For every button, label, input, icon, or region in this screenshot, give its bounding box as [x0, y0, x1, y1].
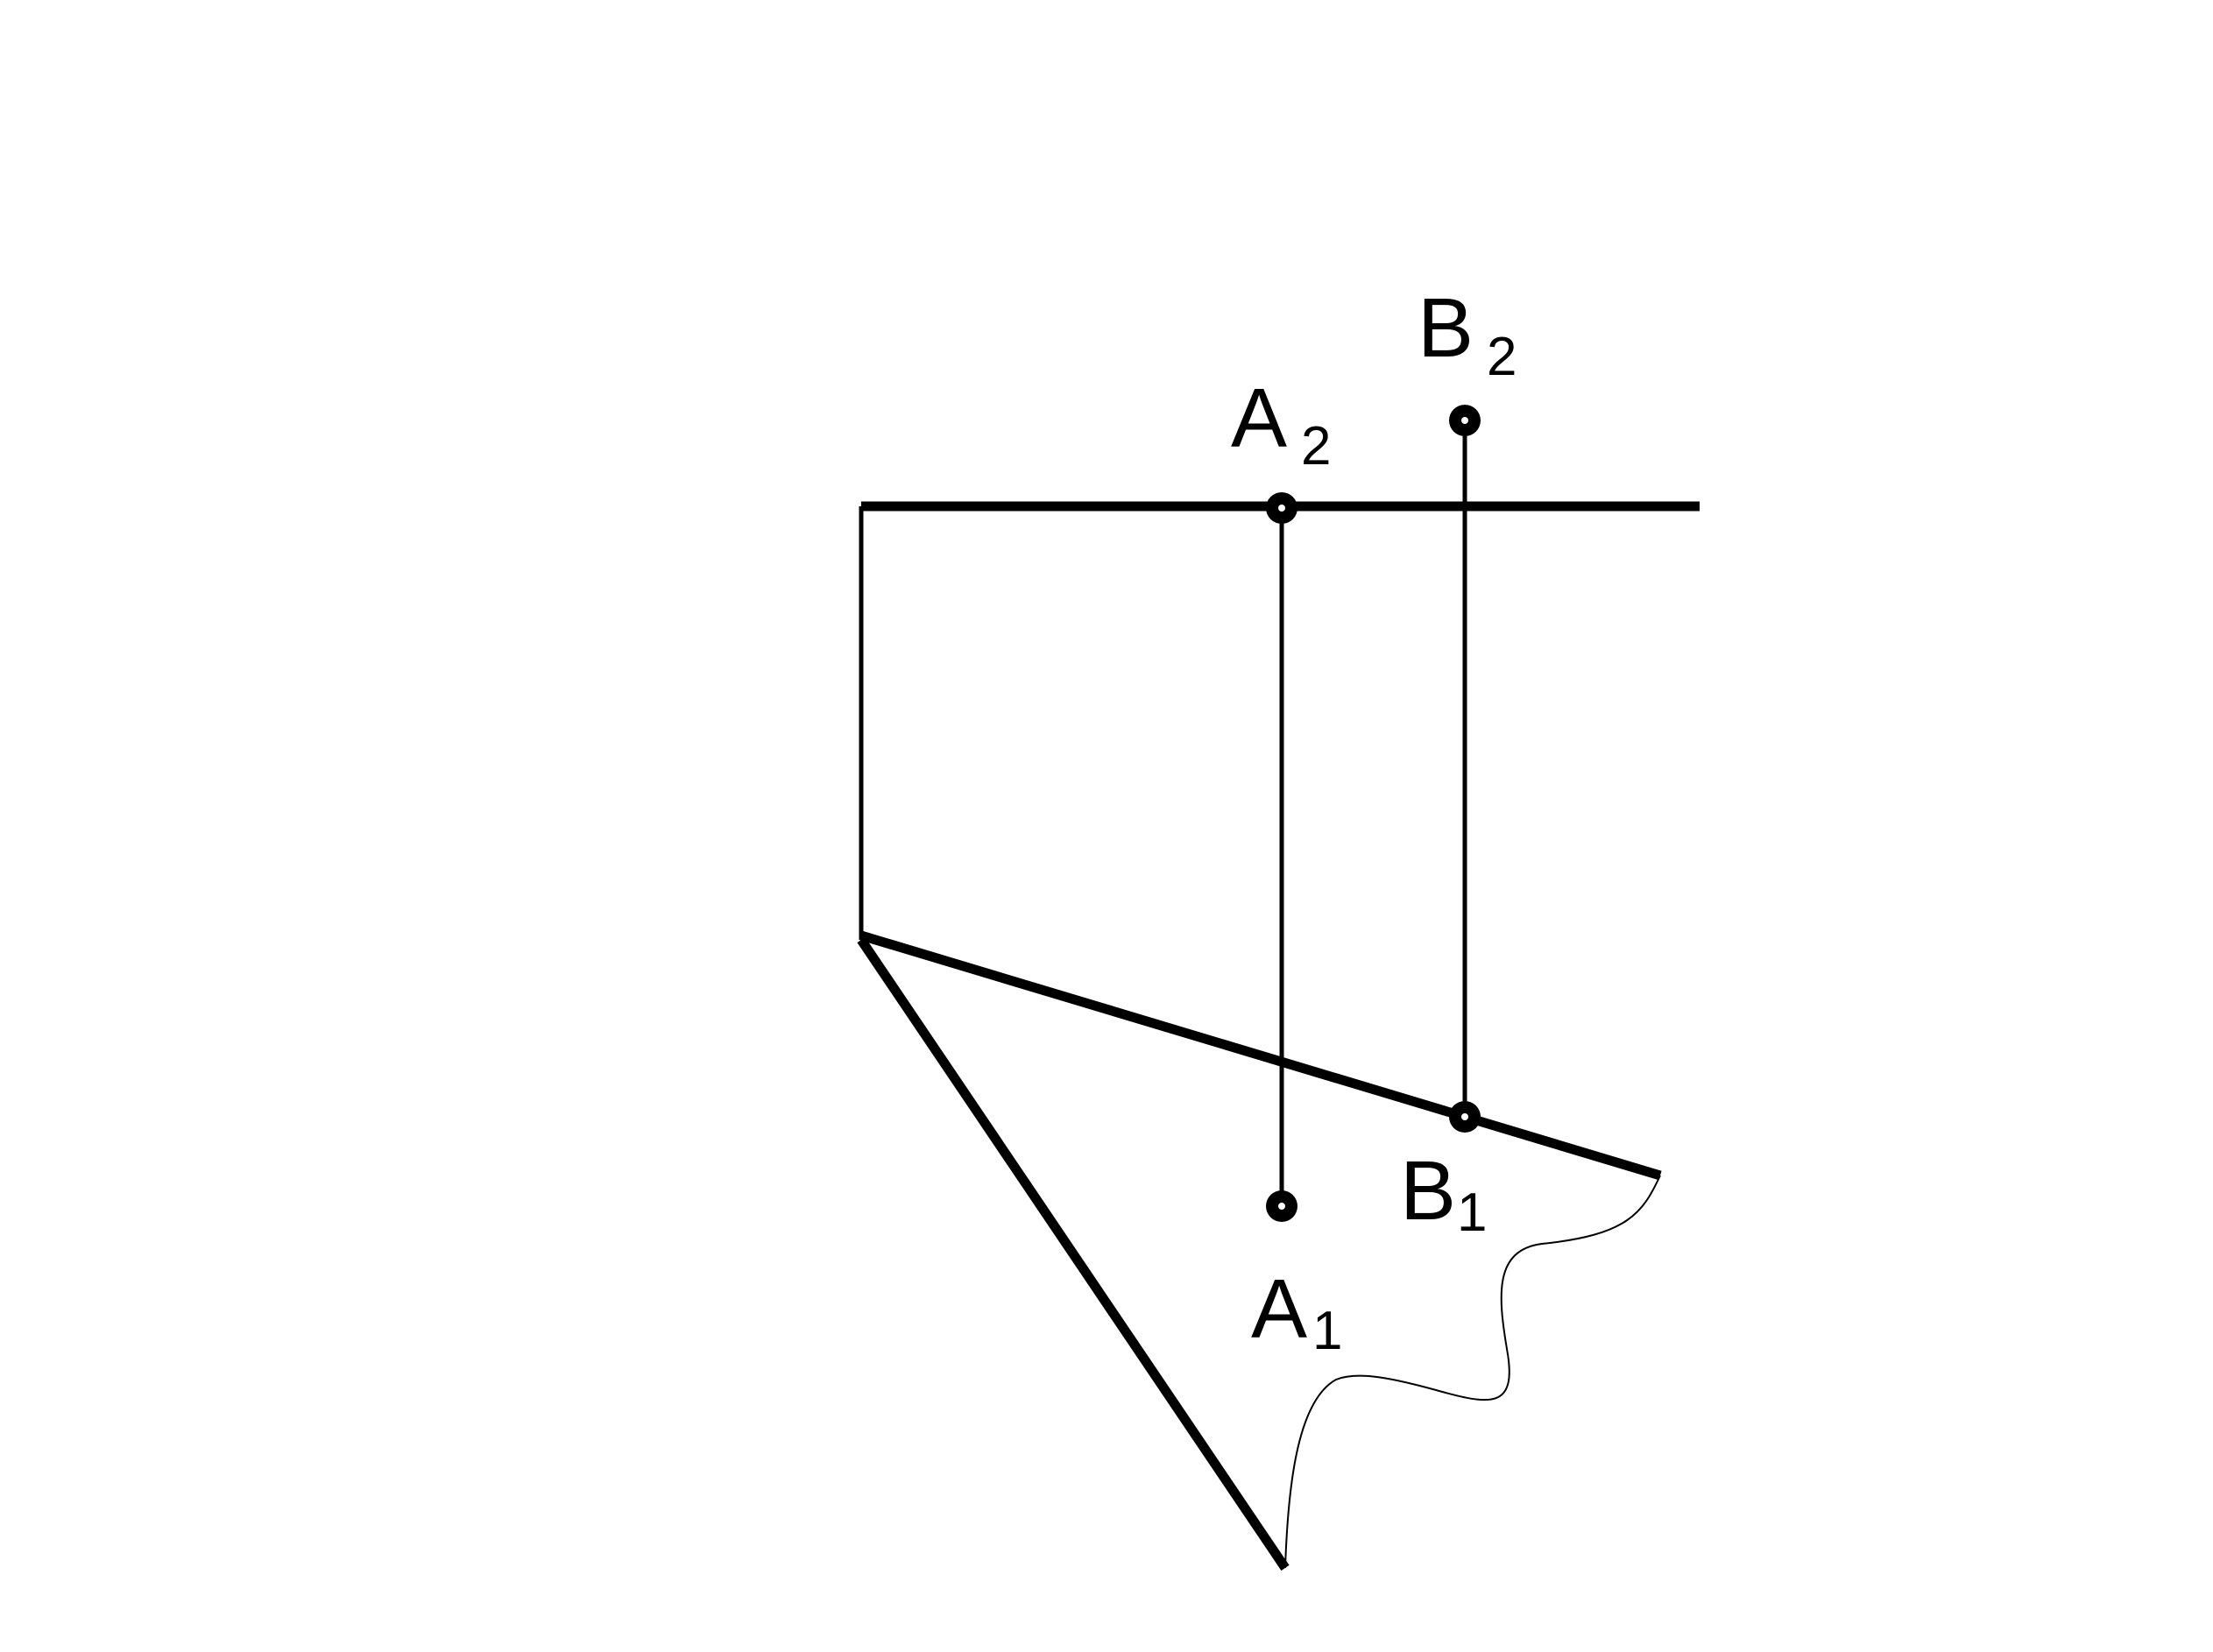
- label-b2: B 2: [1418, 281, 1517, 387]
- label-b2-letter: B: [1418, 281, 1474, 375]
- point-b1-marker: [1449, 1101, 1481, 1133]
- label-a2-index: 2: [1301, 416, 1331, 477]
- label-b2-index: 2: [1487, 327, 1517, 387]
- label-a1: A 1: [1251, 1262, 1342, 1361]
- label-a2: A 2: [1231, 371, 1331, 477]
- label-a2-letter: A: [1231, 371, 1287, 465]
- diagonal-trace-line: [857, 936, 1290, 1571]
- wavy-break-line: [1284, 1175, 1661, 1569]
- label-a1-letter: A: [1251, 1262, 1307, 1356]
- label-b1-letter: B: [1400, 1144, 1456, 1238]
- label-a1-index: 1: [1312, 1301, 1342, 1361]
- label-b1: B 1: [1400, 1144, 1487, 1243]
- point-a2-marker: [1266, 492, 1297, 524]
- point-b2-marker: [1449, 405, 1481, 436]
- label-b1-index: 1: [1457, 1183, 1487, 1243]
- point-a1-marker: [1266, 1190, 1297, 1222]
- sloped-trace-line: [859, 930, 1662, 1181]
